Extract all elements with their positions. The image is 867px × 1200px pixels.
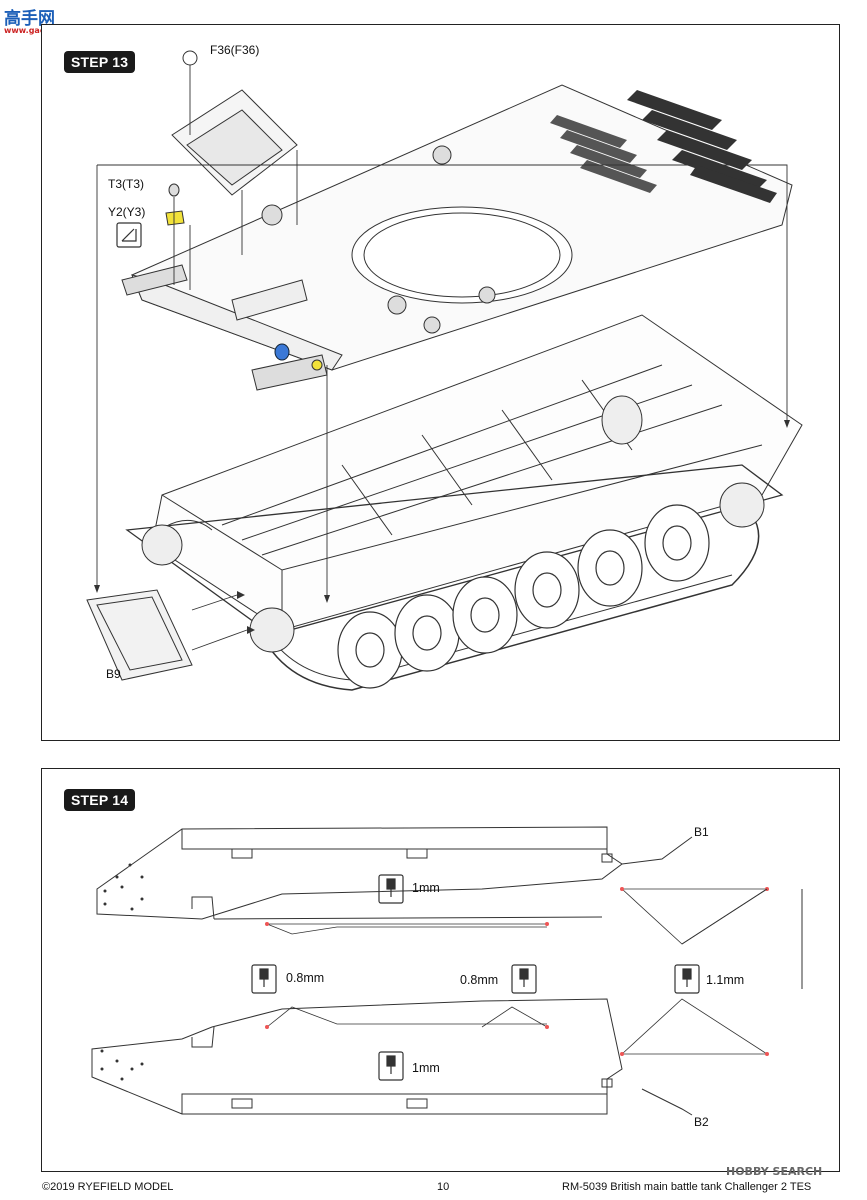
track-run-upper (125, 464, 784, 636)
drill-size-1: 1mm (412, 881, 440, 895)
engine-grilles-2 (550, 115, 657, 193)
step-13-panel: STEP 13 (41, 24, 840, 741)
y2-part (165, 210, 185, 226)
engine-grilles (627, 90, 777, 203)
drill-icon-5 (378, 1051, 404, 1081)
track-run-lower (256, 514, 760, 691)
part-label-b2: B2 (694, 1115, 709, 1129)
hull-assembly-drawing (86, 50, 803, 691)
part-label-b1: B1 (694, 825, 709, 839)
road-wheels (337, 504, 710, 689)
drill-size-2: 0.8mm (286, 971, 325, 985)
b2-side-plate (91, 998, 623, 1115)
part-label-f36: F36(F36) (210, 43, 260, 57)
b1-side-plate (96, 826, 623, 920)
watermark-hobby-search: HOBBY SEARCH (726, 1165, 823, 1178)
step-13-title: STEP 13 (64, 51, 136, 73)
step-14-title: STEP 14 (64, 789, 136, 811)
drill-icon-3 (511, 964, 537, 994)
drill-icon-4 (674, 964, 700, 994)
footer-copyright: ©2019 RYEFIELD MODEL (42, 1181, 174, 1193)
footer-product: RM-5039 British main battle tank Challen… (562, 1181, 812, 1193)
side-plate-drawing (91, 826, 803, 1116)
b9-part (86, 589, 193, 681)
part-label-y2: Y2(Y3) (108, 205, 146, 219)
drill-size-4: 1.1mm (706, 973, 745, 987)
turret-ring (351, 206, 573, 304)
drill-size-3: 0.8mm (460, 973, 499, 987)
part-label-t3: T3(T3) (108, 177, 144, 191)
blue-part (274, 343, 290, 361)
t3-part (168, 183, 180, 197)
step-14-panel: STEP 14 (41, 768, 840, 1172)
drill-icon-2 (251, 964, 277, 994)
drill-size-5: 1mm (412, 1061, 440, 1075)
yellow-part (311, 359, 323, 371)
footer-page-number: 10 (437, 1181, 450, 1193)
glue-icon (116, 222, 142, 248)
drill-icon-1 (378, 874, 404, 904)
part-label-b9: B9 (106, 667, 121, 681)
